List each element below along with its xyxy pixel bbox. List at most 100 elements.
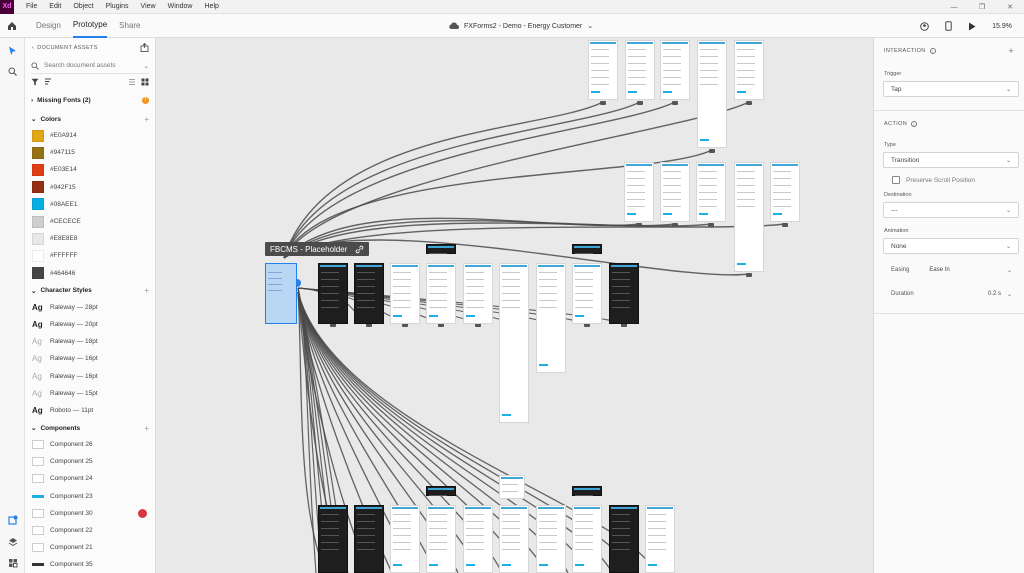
prototype-wire[interactable] — [283, 101, 676, 259]
prototype-wire[interactable] — [283, 101, 604, 259]
artboard-thumbnail[interactable] — [536, 263, 566, 373]
artboard-thumbnail[interactable] — [572, 486, 602, 496]
artboard-thumbnail[interactable] — [697, 40, 727, 148]
artboard-thumbnail[interactable] — [660, 162, 690, 222]
prototype-wire[interactable] — [297, 291, 327, 573]
artboard-thumbnail[interactable] — [499, 475, 525, 499]
component-row[interactable]: Component 30 — [25, 505, 155, 522]
color-swatch-row[interactable]: #942F15 — [25, 179, 155, 196]
preserve-scroll-checkbox[interactable]: Preserve Scroll Position — [874, 173, 1024, 187]
artboard-thumbnail[interactable] — [426, 244, 456, 254]
color-swatch-row[interactable]: #CECECE — [25, 213, 155, 230]
prototype-wire[interactable] — [283, 101, 641, 259]
duration-row[interactable]: Duration 0.2 s ⌄ — [874, 287, 1024, 301]
wire-connector[interactable] — [330, 323, 336, 327]
menu-edit[interactable]: Edit — [49, 3, 62, 10]
sort-icon[interactable] — [44, 78, 52, 86]
artboard-thumbnail[interactable] — [499, 505, 529, 573]
artboard-thumbnail[interactable] — [426, 263, 456, 324]
wire-connector[interactable] — [672, 101, 678, 105]
wire-connector[interactable] — [600, 101, 606, 105]
component-row[interactable]: Component 35 — [25, 556, 155, 573]
add-component-icon[interactable]: + — [144, 423, 149, 433]
wire-connector[interactable] — [584, 323, 590, 327]
destination-dropdown[interactable]: --- ⌄ — [883, 202, 1019, 218]
list-view-icon[interactable] — [128, 78, 136, 86]
info-icon[interactable]: i — [911, 121, 918, 127]
share-export-icon[interactable] — [140, 42, 149, 54]
section-missing-fonts[interactable]: › Missing Fonts (2) ! — [25, 92, 155, 108]
plugins-icon[interactable] — [6, 556, 19, 569]
artboard-thumbnail[interactable] — [696, 162, 726, 222]
section-components[interactable]: ⌄ Components + — [25, 420, 155, 436]
artboard-thumbnail[interactable] — [660, 40, 690, 100]
link-icon[interactable] — [355, 245, 364, 254]
wire-connector[interactable] — [475, 323, 481, 327]
color-swatch[interactable] — [32, 146, 44, 159]
wire-connector[interactable] — [366, 323, 372, 327]
trigger-dropdown[interactable]: Tap ⌄ — [883, 81, 1019, 97]
artboard-thumbnail[interactable] — [609, 505, 639, 573]
color-swatch-row[interactable]: #464646 — [25, 265, 155, 282]
artboard-thumbnail[interactable] — [318, 263, 348, 324]
component-row[interactable]: Component 25 — [25, 453, 155, 470]
menu-plugins[interactable]: Plugins — [105, 3, 129, 10]
wire-connector[interactable] — [782, 223, 788, 227]
prototype-wire[interactable] — [283, 149, 713, 259]
component-row[interactable]: Component 26 — [25, 436, 155, 453]
artboard-thumbnail[interactable] — [734, 162, 764, 272]
artboard-thumbnail[interactable] — [354, 505, 384, 573]
artboard-thumbnail[interactable] — [770, 162, 800, 222]
play-icon[interactable] — [968, 22, 976, 31]
wire-connector[interactable] — [708, 223, 714, 227]
prototype-wire[interactable] — [297, 291, 591, 573]
color-swatch[interactable] — [32, 163, 44, 176]
color-swatch[interactable] — [32, 198, 44, 211]
menu-window[interactable]: Window — [167, 3, 193, 10]
zoom-tool-icon[interactable] — [6, 65, 19, 78]
prototype-wire[interactable] — [283, 222, 712, 259]
artboard-thumbnail[interactable] — [572, 263, 602, 324]
color-swatch[interactable] — [32, 129, 44, 142]
color-swatch[interactable] — [32, 232, 44, 245]
menu-object[interactable]: Object — [73, 3, 94, 10]
layers-icon[interactable] — [6, 535, 19, 548]
wire-connector[interactable] — [672, 223, 678, 227]
artboard-thumbnail[interactable] — [463, 505, 493, 573]
menu-file[interactable]: File — [26, 3, 38, 10]
wire-connector[interactable] — [637, 101, 643, 105]
checkbox[interactable] — [892, 176, 900, 184]
artboard-thumbnail[interactable] — [265, 263, 297, 324]
artboard-label-tooltip[interactable]: FBCMS - Placeholder — [265, 242, 370, 256]
artboard-thumbnail[interactable] — [572, 244, 602, 254]
color-swatch-row[interactable]: #FFFFFF — [25, 247, 155, 264]
user-icon[interactable] — [920, 21, 929, 31]
component-row[interactable]: Component 23 — [25, 488, 155, 505]
tab-design[interactable]: Design — [36, 20, 61, 30]
artboard-thumbnail[interactable] — [463, 263, 493, 324]
artboard-thumbnail[interactable] — [426, 505, 456, 573]
artboard-thumbnail[interactable] — [390, 505, 420, 573]
select-tool-icon[interactable] — [6, 44, 19, 57]
device-preview-icon[interactable] — [945, 21, 952, 31]
color-swatch-row[interactable]: #E8E8E8 — [25, 230, 155, 247]
color-swatch-row[interactable]: #08AEE1 — [25, 196, 155, 213]
color-swatch[interactable] — [32, 181, 44, 194]
artboard-thumbnail[interactable] — [588, 40, 618, 100]
artboard-thumbnail[interactable] — [426, 486, 456, 496]
restore-icon[interactable]: ❐ — [978, 4, 986, 11]
tab-prototype[interactable]: Prototype — [72, 14, 108, 38]
section-character-styles[interactable]: ⌄ Character Styles + — [25, 283, 155, 299]
artboard-thumbnail[interactable] — [536, 505, 566, 573]
tab-share[interactable]: Share — [119, 20, 141, 30]
section-colors[interactable]: ⌄ Colors + — [25, 111, 155, 127]
prototype-wire[interactable] — [297, 291, 437, 573]
home-icon[interactable] — [0, 14, 24, 38]
